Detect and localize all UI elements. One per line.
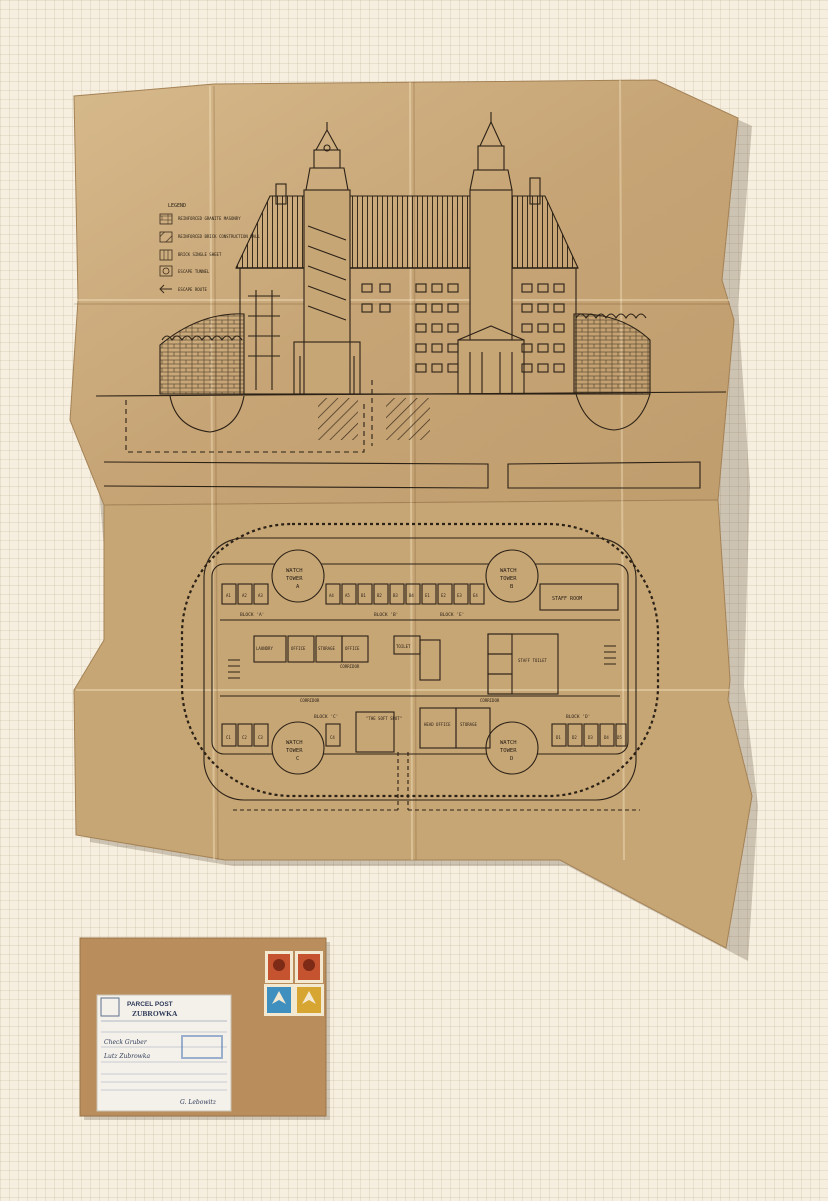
tower-d-line3: D: [510, 756, 513, 762]
legend-item: ESCAPE ROUTE: [178, 287, 207, 292]
cell-label: C4: [330, 735, 335, 740]
postage-stamps: [264, 951, 324, 1016]
cell-label: C2: [242, 735, 247, 740]
block-c-label: BLOCK 'C': [314, 714, 338, 720]
tower-c-line1: WATCH: [286, 740, 303, 746]
cell-label: A2: [242, 593, 247, 598]
cell-label: B2: [377, 593, 382, 598]
legend-heading: LEGEND: [168, 203, 186, 209]
cell-label: E4: [473, 593, 478, 598]
cell-label: A5: [345, 593, 350, 598]
tower-c-line3: C: [296, 756, 299, 762]
cell-label: D2: [572, 735, 577, 740]
corridor-label-2: CORRIDOR: [300, 698, 320, 703]
block-d-label: BLOCK 'D': [566, 714, 590, 720]
cell-label: E2: [441, 593, 446, 598]
staff-toilet-label: STAFF TOILET: [518, 658, 547, 663]
cell-label: C1: [226, 735, 231, 740]
parcel-post-label: PARCEL POST ZUBROWKA Check Gruber Lutz Z…: [96, 994, 232, 1112]
tower-a-line2: TOWER: [286, 576, 303, 582]
cell-label: E1: [425, 593, 430, 598]
cell-label: A4: [329, 593, 334, 598]
label-title: PARCEL POST: [127, 1001, 173, 1008]
soft-spot-label: "THE SOFT SPOT": [366, 716, 402, 721]
building-elevation: [95, 112, 727, 489]
tower-b-line2: TOWER: [500, 576, 517, 582]
legend-item: ESCAPE TUNNEL: [178, 269, 210, 274]
map-sheet-upper: [69, 79, 739, 506]
tower-b-line3: B: [510, 584, 514, 590]
storage-label-2: STORAGE: [460, 722, 477, 727]
cell-label: B4: [409, 593, 414, 598]
handwriting-line-1: Check Gruber: [104, 1039, 148, 1046]
legend-item: REINFORCED BRICK CONSTRUCTION WALL: [178, 234, 260, 239]
cell-label: D4: [604, 735, 609, 740]
cell-label: B1: [361, 593, 366, 598]
laundry-label: LAUNDRY: [256, 646, 273, 651]
tower-b-line1: WATCH: [500, 568, 517, 574]
tower-d-line1: WATCH: [500, 740, 517, 746]
cell-label: A1: [226, 593, 231, 598]
office-label-2: OFFICE: [345, 646, 360, 651]
handwriting-line-2: Lutz Zubrowka: [103, 1053, 150, 1060]
cell-label: B3: [393, 593, 398, 598]
block-a-label: BLOCK 'A': [240, 612, 264, 618]
tower-d-line2: TOWER: [500, 748, 517, 754]
block-b-label: BLOCK 'B': [374, 612, 398, 618]
legend-item: REINFORCED GRANITE MASONRY: [178, 216, 241, 221]
envelope: PARCEL POST ZUBROWKA Check Gruber Lutz Z…: [79, 937, 330, 1120]
cell-label: D1: [556, 735, 561, 740]
signature: G. Lebowitz: [180, 1099, 217, 1106]
tower-a-line3: A: [296, 584, 300, 590]
corridor-label: CORRIDOR: [340, 664, 360, 669]
tower-c-line2: TOWER: [286, 748, 303, 754]
cell-label: D3: [588, 735, 593, 740]
floor-plan: [180, 522, 660, 811]
office-label: OFFICE: [291, 646, 306, 651]
cell-label: C3: [258, 735, 263, 740]
cell-label: E3: [457, 593, 462, 598]
map-legend: LEGEND REINFORCED GRANITE MASONRY REINFO…: [159, 203, 260, 294]
cell-label: A3: [258, 593, 263, 598]
label-subtitle: ZUBROWKA: [132, 1009, 178, 1018]
toilet-label: TOILET: [396, 644, 411, 649]
staff-room-label: STAFF ROOM: [552, 596, 582, 602]
storage-label: STORAGE: [318, 646, 335, 651]
stamp-red-left: [265, 951, 293, 983]
corridor-label-3: CORRIDOR: [480, 698, 500, 703]
tower-a-line1: WATCH: [286, 568, 303, 574]
legend-item: BRICK SINGLE SHEET: [178, 252, 222, 257]
cell-label: D5: [617, 735, 622, 740]
floor-plan-labels: WATCH TOWER A WATCH TOWER B WATCH TOWER …: [226, 568, 622, 762]
stamp-yellow: [294, 984, 324, 1016]
prison-map: LEGEND REINFORCED GRANITE MASONRY REINFO…: [69, 79, 758, 961]
stamp-blue: [264, 984, 294, 1016]
block-e-label: BLOCK 'E': [440, 612, 464, 618]
stamp-red-right: [295, 951, 323, 983]
head-office-label: HEAD OFFICE: [424, 722, 451, 727]
map-sheet-lower: [73, 499, 753, 949]
